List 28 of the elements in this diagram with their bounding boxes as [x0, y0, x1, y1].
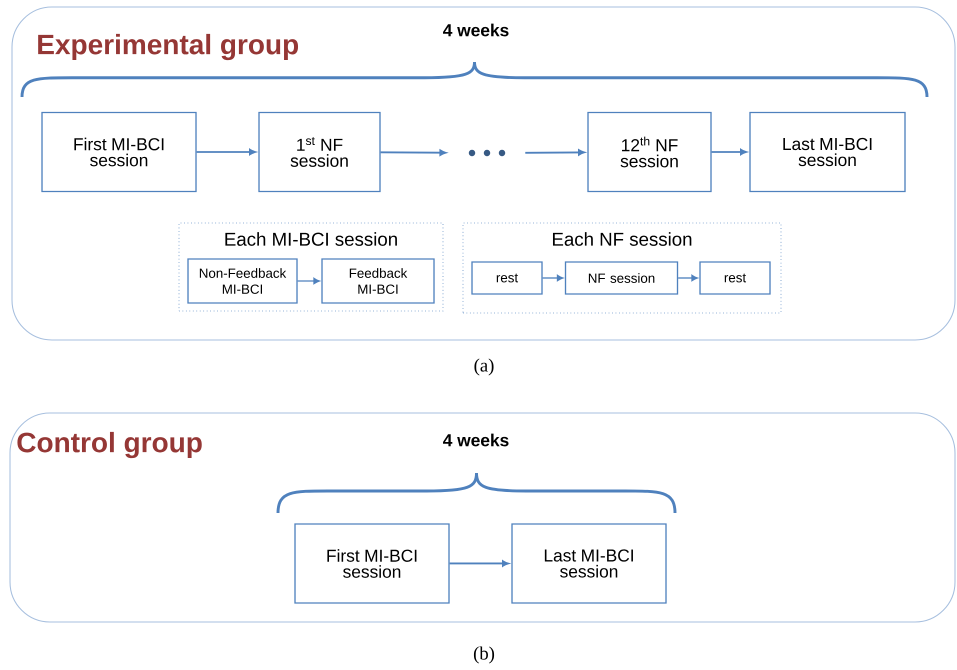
process-box: Last MI-BCI session — [749, 112, 906, 192]
process-box: First MI-BCI session — [41, 112, 197, 192]
process-box: rest — [699, 261, 771, 295]
arrow — [380, 150, 446, 156]
subfigure-label: (a) — [474, 358, 494, 376]
frame-title: Each MI-BCI session — [225, 232, 397, 246]
arrow — [196, 148, 256, 156]
arrow — [450, 560, 509, 567]
arrow — [542, 274, 564, 282]
arrow — [712, 148, 747, 156]
process-box: NF session — [564, 261, 678, 295]
group-title: Experimental group — [38, 34, 298, 60]
duration-label: 4 weeks — [443, 24, 509, 36]
ellipsis-dots — [468, 150, 506, 156]
arrow — [525, 149, 585, 156]
process-box: First MI-BCI session — [294, 523, 450, 604]
process-box: Feedback MI-BCI — [321, 258, 435, 304]
arrow — [678, 274, 698, 282]
process-box: Non-Feedback MI-BCI — [187, 258, 298, 304]
duration-label: 4 weeks — [443, 434, 509, 446]
process-box: 12$^{th}$ NF session — [587, 112, 712, 192]
process-box: 1$^{st}$ NF session — [258, 112, 381, 192]
subfigure-label: (b) — [474, 646, 494, 664]
process-box: rest — [471, 261, 543, 295]
group-title: Control group — [17, 432, 202, 458]
frame-title: Each NF session — [552, 232, 692, 246]
process-box: Last MI-BCI session — [511, 523, 667, 604]
arrow — [298, 278, 320, 284]
